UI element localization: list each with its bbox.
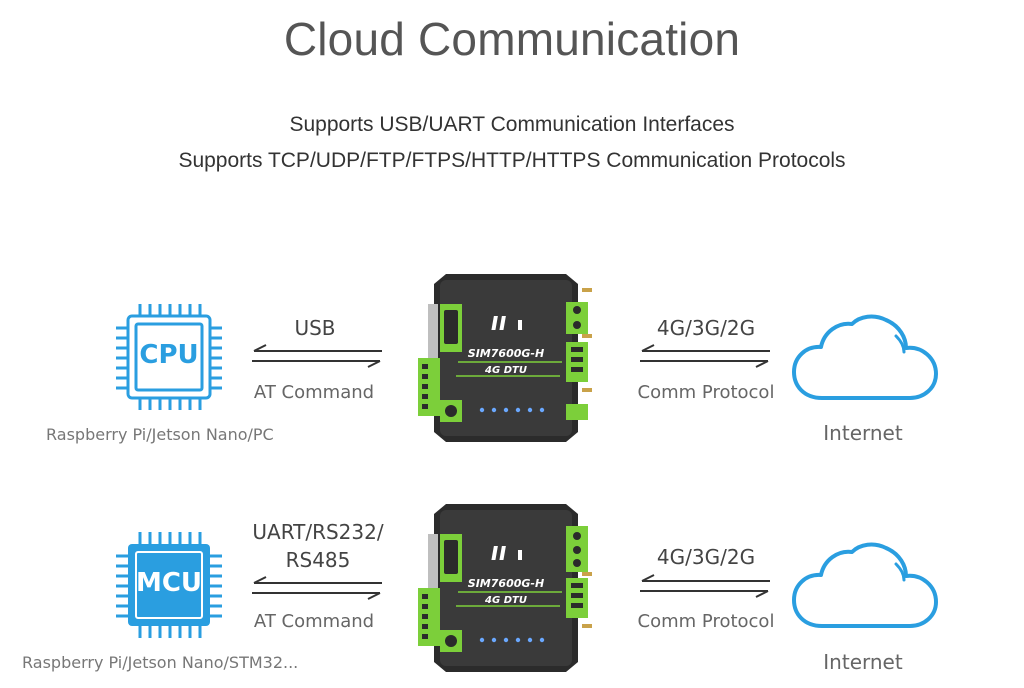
chip-caption: Raspberry Pi/Jetson Nano/PC xyxy=(46,425,274,444)
sim7600-dtu-device: SIM7600G-H 4G DTU xyxy=(416,270,596,446)
network-label-top: 4G/3G/2G xyxy=(656,545,756,569)
link-label-top-line2: RS485 xyxy=(285,548,351,572)
bidirectional-arrow-icon xyxy=(250,576,384,605)
chip-label: CPU xyxy=(139,340,199,370)
device-type: 4G DTU xyxy=(485,365,527,376)
network-label-bottom: Comm Protocol xyxy=(637,382,775,403)
device-model: SIM7600G-H xyxy=(467,347,545,360)
cloud-icon xyxy=(790,540,940,639)
cloud-icon xyxy=(790,312,940,411)
cpu-chip-icon: CPU xyxy=(114,302,224,412)
link-label-bottom: AT Command xyxy=(253,382,375,403)
bidirectional-arrow-icon xyxy=(638,344,772,373)
network-label-top: 4G/3G/2G xyxy=(656,316,756,340)
network-label-bottom: Comm Protocol xyxy=(637,611,775,632)
subtitle-interfaces: Supports USB/UART Communication Interfac… xyxy=(289,113,735,136)
chip-caption: Raspberry Pi/Jetson Nano/STM32... xyxy=(22,653,299,672)
sim7600-dtu-device: SIM7600G-H 4G DTU xyxy=(416,500,596,676)
device-model: SIM7600G-H xyxy=(467,577,545,590)
link-label-bottom: AT Command xyxy=(253,611,375,632)
mcu-chip-icon: MCU xyxy=(114,530,224,640)
cloud-label: Internet xyxy=(823,650,903,674)
page-title: Cloud Communication xyxy=(283,13,741,65)
link-label-top: UART/RS232/ xyxy=(252,520,384,544)
link-label-top: USB xyxy=(294,316,336,340)
subtitle-protocols: Supports TCP/UDP/FTP/FTPS/HTTP/HTTPS Com… xyxy=(178,149,846,172)
bidirectional-arrow-icon xyxy=(638,574,772,603)
cloud-label: Internet xyxy=(823,421,903,445)
device-type: 4G DTU xyxy=(485,595,527,606)
chip-label: MCU xyxy=(135,568,203,598)
bidirectional-arrow-icon xyxy=(250,344,384,373)
